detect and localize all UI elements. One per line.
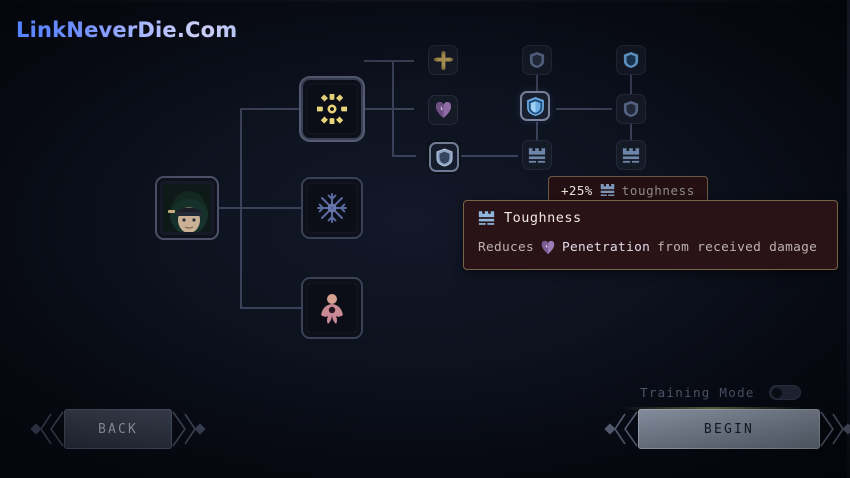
cross-icon: [433, 50, 453, 70]
skill-node-shield-active[interactable]: [520, 91, 550, 121]
right-ornament-icon: [820, 411, 850, 447]
skill-tooltip: Toughness Reduces Penetration from recei…: [463, 200, 838, 270]
shield-icon: [526, 96, 544, 116]
toggle-knob: [771, 387, 782, 398]
shield-icon: [623, 52, 639, 68]
toughness-crown-icon: [622, 147, 640, 163]
character-portrait[interactable]: [155, 176, 219, 240]
tooltip-header: Toughness: [478, 210, 823, 226]
asterisk-burst-icon: [317, 94, 347, 124]
tooltip-description: Reduces Penetration from received damage: [478, 240, 823, 255]
skill-node-shield-small[interactable]: [429, 142, 459, 172]
skill-node-toughness-c3[interactable]: [616, 140, 646, 170]
toughness-crown-icon: [528, 147, 546, 163]
toughness-crown-icon: [600, 184, 614, 196]
tooltip-title: Toughness: [504, 210, 582, 226]
skill-node-shield-top-c3[interactable]: [616, 45, 646, 75]
tree-link: [392, 155, 416, 157]
training-mode-control[interactable]: Training Mode: [640, 385, 801, 400]
tree-link: [458, 155, 518, 157]
tooltip-desc-after: from received damage: [657, 240, 818, 255]
right-ornament-icon: [172, 411, 206, 447]
skill-node-shield-mid-c3[interactable]: [616, 94, 646, 124]
training-mode-label: Training Mode: [640, 385, 755, 400]
skill-node-penetration[interactable]: [428, 95, 458, 125]
tree-link: [392, 60, 414, 62]
class-node-snowflake[interactable]: [301, 177, 363, 239]
figure-slot: [308, 284, 356, 332]
skill-node-cross[interactable]: [428, 45, 458, 75]
portrait-image: [163, 184, 211, 232]
tree-link: [630, 122, 632, 142]
penetration-heart-icon: [541, 240, 555, 255]
tree-link: [536, 122, 538, 142]
gold-burst-slot: [308, 85, 356, 133]
training-mode-toggle[interactable]: [768, 385, 801, 400]
tree-link: [240, 109, 242, 309]
shield-icon: [623, 101, 639, 117]
toughness-crown-icon: [478, 211, 495, 225]
class-node-gold-burst[interactable]: [301, 78, 363, 140]
skill-node-toughness-c2[interactable]: [522, 140, 552, 170]
figure-icon: [321, 294, 343, 324]
tree-link: [556, 108, 612, 110]
shield-icon: [435, 147, 453, 166]
begin-button-group[interactable]: BEGIN: [604, 409, 850, 449]
penetration-heart-icon: [435, 101, 451, 119]
tooltip-desc-highlight: Penetration: [562, 240, 651, 255]
tree-link: [218, 207, 240, 209]
left-ornament-icon: [30, 411, 64, 447]
tooltip-desc-before: Reduces: [478, 240, 535, 255]
tree-link: [364, 60, 392, 62]
snowflake-slot: [308, 184, 356, 232]
back-button[interactable]: BACK: [64, 409, 172, 449]
stat-chip-value: +25%: [561, 182, 593, 198]
tree-link: [240, 207, 302, 209]
back-button-group[interactable]: BACK: [30, 409, 206, 449]
tree-link: [364, 108, 392, 110]
shield-icon: [529, 52, 545, 68]
begin-button[interactable]: BEGIN: [638, 409, 820, 449]
watermark: LinkNeverDie.Com: [16, 18, 238, 42]
snowflake-icon: [317, 193, 347, 223]
stat-chip-label: toughness: [621, 182, 695, 198]
stat-chip: +25% toughness: [548, 176, 708, 203]
left-ornament-icon: [604, 411, 638, 447]
class-node-figure[interactable]: [301, 277, 363, 339]
skill-node-shield-top-c2[interactable]: [522, 45, 552, 75]
tree-link: [240, 108, 302, 110]
tree-link: [392, 108, 414, 110]
tree-link: [240, 307, 302, 309]
